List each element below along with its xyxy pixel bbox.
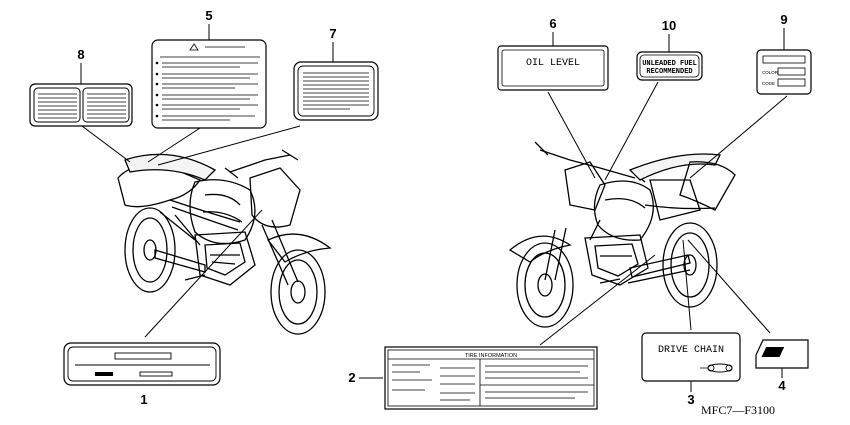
left-motorcycle-illustration	[117, 149, 332, 335]
label-2: TIRE INFORMATION	[384, 346, 598, 410]
label-10: UNLEADED FUEL RECOMMENDED	[636, 51, 703, 81]
callout-5: 5	[205, 8, 212, 23]
label-7	[293, 61, 379, 121]
label-5	[151, 39, 267, 129]
label-9: COLOR CODE	[756, 49, 812, 95]
callout-6: 6	[549, 16, 556, 31]
right-motorcycle-illustration	[508, 141, 736, 328]
label-8	[29, 83, 133, 127]
oil-level-text: OIL LEVEL	[526, 58, 580, 69]
label-1	[63, 342, 221, 386]
recommended-text: RECOMMENDED	[646, 68, 692, 76]
callout-9: 9	[780, 12, 787, 27]
label-3: DRIVE CHAIN	[641, 332, 741, 382]
callout-3: 3	[687, 392, 694, 407]
unleaded-fuel-text: UNLEADED FUEL	[642, 60, 697, 68]
drive-chain-text: DRIVE CHAIN	[658, 345, 724, 356]
color-text: COLOR	[762, 70, 779, 75]
callout-10: 10	[662, 18, 676, 33]
callout-numbers: 1 2 3 4 5 6 7 8 9 10	[77, 8, 787, 407]
callout-7: 7	[329, 26, 336, 41]
diagram-code: MFC7—F3100	[701, 403, 775, 417]
leader-lines	[81, 81, 788, 346]
label-4	[755, 339, 809, 369]
label-6: OIL LEVEL	[497, 45, 609, 91]
tire-information-title: TIRE INFORMATION	[465, 353, 517, 359]
callout-8: 8	[77, 47, 84, 62]
callout-2: 2	[348, 370, 355, 385]
callout-4: 4	[778, 378, 786, 393]
callout-1: 1	[140, 392, 147, 407]
code-text: CODE	[762, 81, 775, 86]
